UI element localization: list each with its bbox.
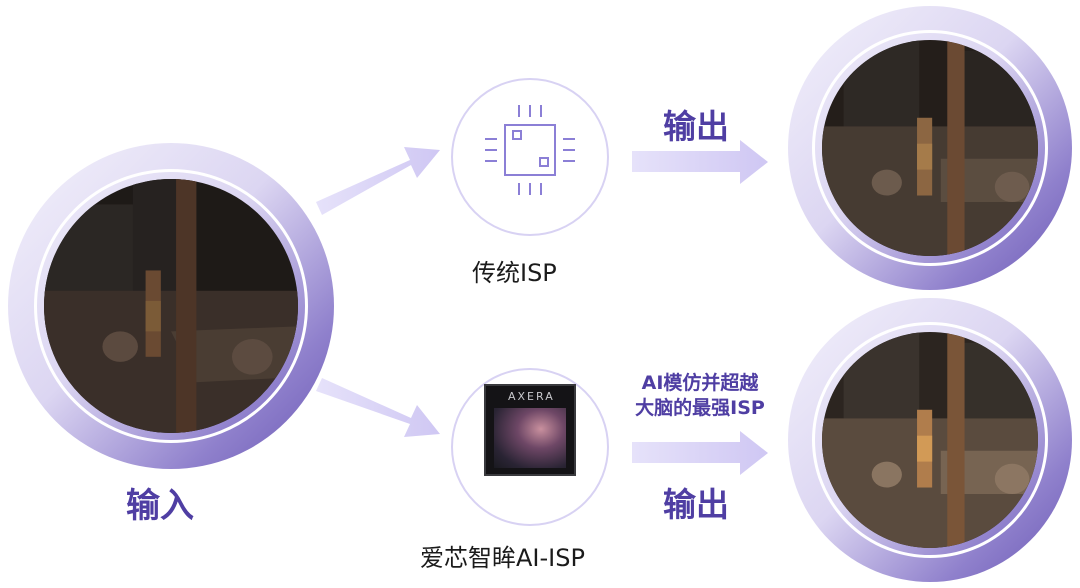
arrow-traditional-to-output bbox=[632, 140, 768, 184]
arrow-ai-to-output bbox=[632, 431, 768, 475]
arrow-input-to-ai bbox=[316, 378, 440, 437]
traditional-output-photo bbox=[822, 40, 1038, 256]
axera-chip: AXERA bbox=[484, 384, 576, 476]
ai-output-label: 输出 bbox=[663, 485, 729, 524]
traditional-isp-caption: 传统ISP bbox=[472, 259, 557, 287]
ai-description-line1: AI模仿并超越 bbox=[641, 372, 759, 394]
chip-brand-text: AXERA bbox=[508, 390, 555, 403]
ai-isp-caption: 爱芯智眸AI-ISP bbox=[420, 544, 585, 572]
ai-output-photo bbox=[822, 332, 1038, 548]
chip-outline-icon bbox=[485, 105, 575, 195]
input-night-photo bbox=[44, 179, 298, 433]
chip-die bbox=[494, 408, 566, 468]
input-label: 输入 bbox=[126, 486, 194, 526]
traditional-output-label: 输出 bbox=[663, 107, 729, 146]
arrow-input-to-traditional bbox=[316, 147, 440, 215]
traditional-isp-circle bbox=[451, 78, 609, 236]
ai-description-line2: 大脑的最强ISP bbox=[635, 397, 765, 419]
